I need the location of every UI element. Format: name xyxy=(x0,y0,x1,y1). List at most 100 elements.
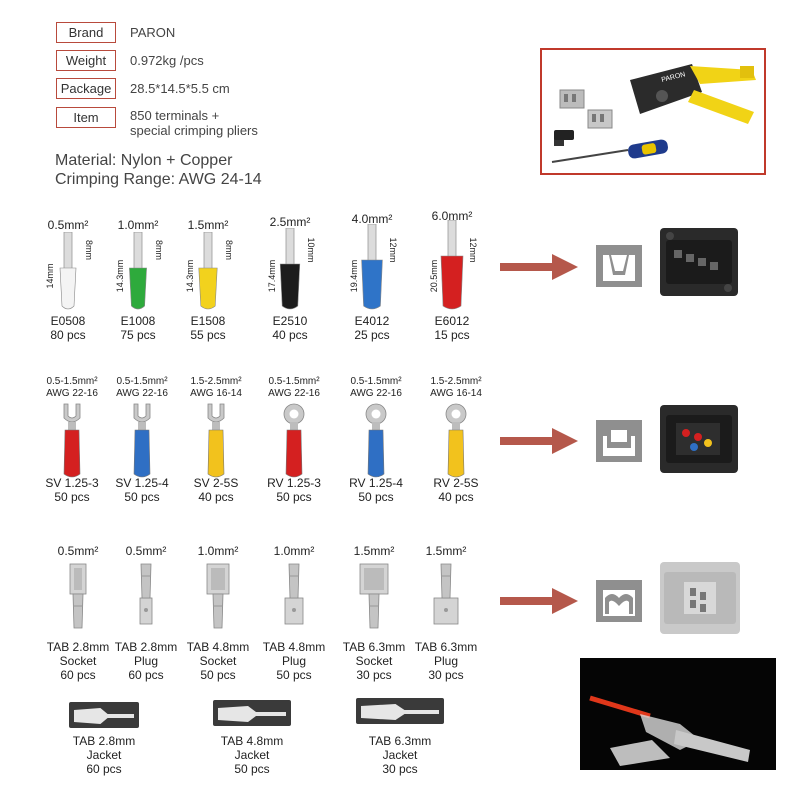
ferrule-code: E6012 xyxy=(434,314,470,328)
ferrule-quantity: 75 pcs xyxy=(120,328,156,342)
ferrule-icon xyxy=(279,228,301,310)
non-insulated-die-icon xyxy=(596,580,642,622)
spade-terminal-icon xyxy=(63,403,81,478)
tab-plug-icon xyxy=(139,563,153,625)
terminal-code: SV 2-5S xyxy=(193,476,239,490)
weight-value: 0.972kg /pcs xyxy=(130,53,204,68)
tab-wire-size: 0.5mm² xyxy=(57,544,99,558)
tab-type-label: Socket xyxy=(59,654,97,668)
tab-socket-icon xyxy=(359,563,389,629)
spare-die-icon xyxy=(559,89,613,129)
ferrule-size-label: 2.5mm² xyxy=(269,215,311,229)
ferrule-quantity: 55 pcs xyxy=(190,328,226,342)
tab-plug-icon xyxy=(284,563,304,625)
spade-terminal-icon xyxy=(207,403,225,478)
crimped-terminal-photo xyxy=(580,658,776,770)
package-label: Package xyxy=(56,78,116,99)
ferrule-code: E0508 xyxy=(50,314,86,328)
ferrule-quantity: 25 pcs xyxy=(354,328,390,342)
terminal-code: RV 1.25-4 xyxy=(349,476,403,490)
terminal-quantity: 50 pcs xyxy=(358,490,394,504)
ring-terminal-icon xyxy=(445,403,467,478)
arrow-right-icon xyxy=(500,588,578,614)
terminal-quantity: 40 pcs xyxy=(198,490,234,504)
tab-quantity: 50 pcs xyxy=(200,668,236,682)
tab-size-label: TAB 6.3mm xyxy=(414,640,478,654)
ferrule-quantity: 80 pcs xyxy=(50,328,86,342)
terminal-wire-size: 1.5-2.5mm² xyxy=(190,376,242,387)
pliers-kit-photo: PARON xyxy=(540,48,766,175)
insulated-die-photo xyxy=(660,405,738,473)
ferrule-size-label: 0.5mm² xyxy=(47,218,89,232)
jacket-size-label: TAB 6.3mm xyxy=(368,734,432,748)
material-text: Material: Nylon + Copper xyxy=(55,152,233,169)
terminal-awg: AWG 16-14 xyxy=(430,388,482,399)
ferrule-quantity: 15 pcs xyxy=(434,328,470,342)
arrow-right-icon xyxy=(500,254,578,280)
weight-label: Weight xyxy=(56,50,116,71)
tab-socket-icon xyxy=(206,563,230,629)
tab-size-label: TAB 2.8mm xyxy=(46,640,110,654)
jacket-type-label: Jacket xyxy=(382,748,418,762)
insulation-jacket-icon xyxy=(356,698,444,724)
tab-wire-size: 1.0mm² xyxy=(273,544,315,558)
terminal-awg: AWG 22-16 xyxy=(350,388,402,399)
tab-size-label: TAB 6.3mm xyxy=(342,640,406,654)
terminal-quantity: 50 pcs xyxy=(124,490,160,504)
tab-quantity: 60 pcs xyxy=(128,668,164,682)
ferrule-tube-length: 12mm xyxy=(388,237,398,263)
terminal-code: SV 1.25-3 xyxy=(45,476,99,490)
ferrule-icon xyxy=(129,232,147,310)
terminal-awg: AWG 22-16 xyxy=(268,388,320,399)
jacket-quantity: 60 pcs xyxy=(86,762,122,776)
tab-size-label: TAB 4.8mm xyxy=(262,640,326,654)
insulation-jacket-icon xyxy=(213,700,291,726)
tab-quantity: 30 pcs xyxy=(356,668,392,682)
ferrule-tube-length: 8mm xyxy=(84,240,94,260)
tab-size-label: TAB 2.8mm xyxy=(114,640,178,654)
ring-terminal-icon xyxy=(365,403,387,478)
ferrule-code: E2510 xyxy=(272,314,308,328)
ferrule-die-icon xyxy=(596,245,642,287)
ring-terminal-icon xyxy=(283,403,305,478)
package-value: 28.5*14.5*5.5 cm xyxy=(130,81,230,96)
ferrule-tube-length: 10mm xyxy=(306,237,316,263)
ferrule-size-label: 1.5mm² xyxy=(187,218,229,232)
tab-socket-icon xyxy=(69,563,87,629)
arrow-right-icon xyxy=(500,428,578,454)
tab-wire-size: 1.0mm² xyxy=(197,544,239,558)
terminal-awg: AWG 22-16 xyxy=(116,388,168,399)
terminal-awg: AWG 16-14 xyxy=(190,388,242,399)
terminal-wire-size: 0.5-1.5mm² xyxy=(350,376,402,387)
ferrule-icon xyxy=(440,220,464,310)
tab-quantity: 30 pcs xyxy=(428,668,464,682)
terminal-wire-size: 0.5-1.5mm² xyxy=(268,376,320,387)
terminal-wire-size: 0.5-1.5mm² xyxy=(116,376,168,387)
tab-type-label: Socket xyxy=(199,654,237,668)
tab-quantity: 60 pcs xyxy=(60,668,96,682)
tab-plug-icon xyxy=(433,563,459,625)
jacket-quantity: 50 pcs xyxy=(234,762,270,776)
ferrule-die-photo xyxy=(660,228,738,296)
terminal-awg: AWG 22-16 xyxy=(46,388,98,399)
brand-label: Brand xyxy=(56,22,116,43)
jacket-type-label: Jacket xyxy=(86,748,122,762)
insulated-terminal-die-icon xyxy=(596,420,642,462)
jacket-size-label: TAB 2.8mm xyxy=(72,734,136,748)
ferrule-tube-length: 8mm xyxy=(154,240,164,260)
tab-wire-size: 1.5mm² xyxy=(425,544,467,558)
ferrule-size-label: 4.0mm² xyxy=(351,212,393,226)
tab-type-label: Plug xyxy=(433,654,459,668)
tab-type-label: Socket xyxy=(355,654,393,668)
ferrule-icon xyxy=(59,232,77,310)
item-value-line1: 850 terminals + xyxy=(130,108,220,123)
jacket-type-label: Jacket xyxy=(234,748,270,762)
jacket-quantity: 30 pcs xyxy=(382,762,418,776)
item-label: Item xyxy=(56,107,116,128)
tab-quantity: 50 pcs xyxy=(276,668,312,682)
spade-terminal-icon xyxy=(133,403,151,478)
ferrule-code: E1008 xyxy=(120,314,156,328)
tab-type-label: Plug xyxy=(281,654,307,668)
terminal-quantity: 40 pcs xyxy=(438,490,474,504)
jacket-size-label: TAB 4.8mm xyxy=(220,734,284,748)
